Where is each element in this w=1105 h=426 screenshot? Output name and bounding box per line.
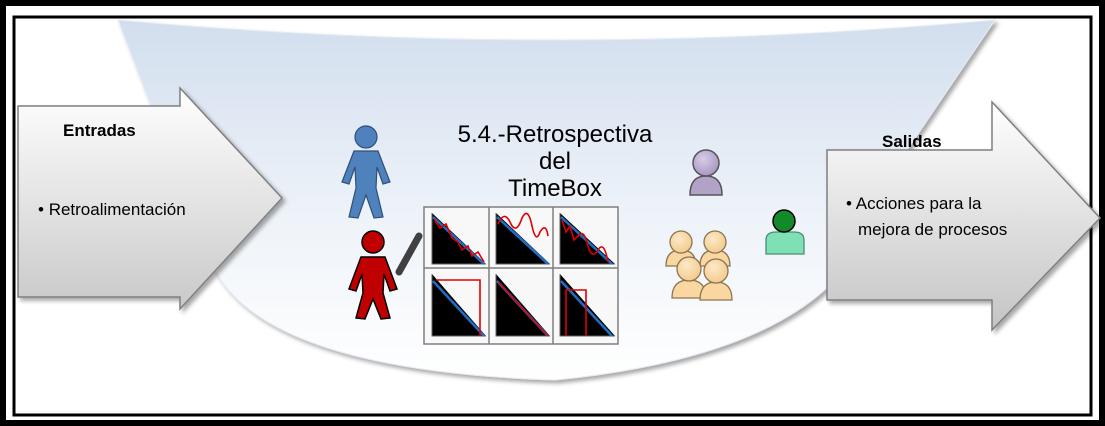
outputs-item-line-1: Acciones para la [855,194,982,213]
user-green-icon [765,209,805,255]
title-line-1: 5.4.-Retrospectiva [457,121,653,148]
title-line-3: TimeBox [508,175,602,202]
outputs-heading: Salidas [882,132,942,151]
inputs-bullet: • [38,200,44,219]
charts-grid-icon [423,206,619,345]
outputs-bullet: • [846,194,852,213]
outputs-item-line-2: mejora de procesos [858,220,1008,239]
output-arrow-shape [826,100,1102,332]
inputs-item: • Retroalimentación [38,200,186,220]
person-blue-icon [341,125,391,219]
group-users-icon [665,230,733,301]
diagram-title: 5.4.-Retrospectiva del TimeBox [420,121,690,202]
outputs-item: • Acciones para la mejora de procesos [846,191,1007,243]
inputs-item-label: Retroalimentación [48,200,186,219]
input-arrow-shape [17,86,284,311]
user-purple-icon [689,149,723,196]
person-red-icon-with-pen [348,230,423,320]
title-line-2: del [538,148,572,175]
inputs-heading: Entradas [63,121,136,140]
